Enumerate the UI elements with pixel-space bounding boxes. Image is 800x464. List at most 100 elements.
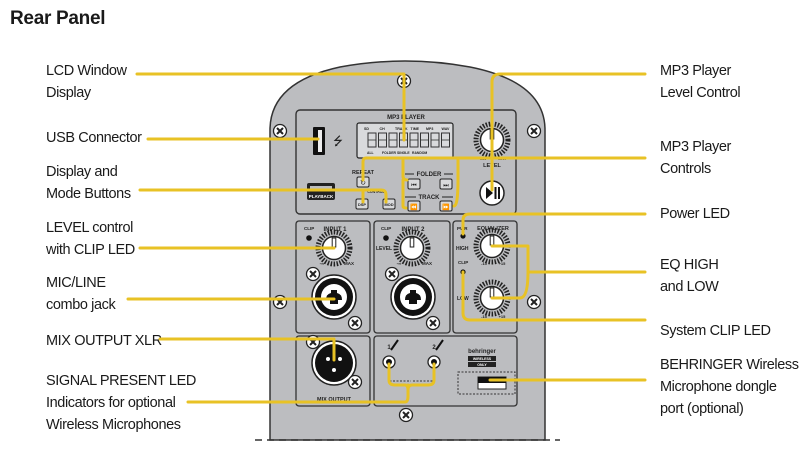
usb-port-tongue [318,130,322,152]
input-2-combo-jack[interactable] [390,274,436,320]
screw-icon [347,315,363,331]
mp3-section [295,109,517,215]
input-1-combo-jack[interactable] [311,274,357,320]
callout-line: EQ HIGH [660,257,719,273]
track-next-button[interactable] [439,200,453,212]
callout-line: with CLIP LED [46,242,135,258]
callout-display-mode-buttons: Display and Mode Buttons [46,161,131,205]
page-title: Rear Panel [10,8,106,29]
eq-min-label: -15 [481,314,488,319]
callout-eq-high-low: EQ HIGH and LOW [660,254,719,298]
only-badge [468,362,496,367]
display-button-label: DSP [358,202,367,207]
lcd-bottom-label: FOLDER [382,151,396,155]
mode-button-label: MOD [384,202,393,207]
lcd-top-label: TRACK [395,127,408,131]
callout-line: MIX OUTPUT XLR [46,333,162,349]
leader-lcd [135,72,406,142]
callout-level-control-clip-led: LEVEL control with CLIP LED [46,217,135,261]
folder-prev-icon: ⏮ [411,183,417,189]
pause-icon [498,187,500,199]
screw-icon [398,407,414,423]
lcd-top-label: WAV [442,127,451,131]
leader-signal [186,383,410,404]
lcd-top-label: CH [380,127,386,131]
only-badge-text: ONLY [477,363,487,367]
playback-label: PLAYBACK [309,194,334,199]
leader-mp3-level [490,72,647,142]
callout-line: Wireless Microphones [46,417,181,433]
callout-lcd-window-display: LCD Window Display [46,60,127,104]
folder-next-button[interactable] [439,178,453,190]
callout-line: System CLIP LED [660,323,771,339]
pause-icon [494,187,497,199]
callout-mix-output-xlr: MIX OUTPUT XLR [46,330,162,352]
callout-usb-connector: USB Connector [46,127,142,149]
usb-icon: ⭍ [333,134,343,148]
wireless-badge-text: WIRELESS [473,357,492,361]
callout-line: USB Connector [46,130,142,146]
mic-1-icon [390,339,399,351]
callout-line: Controls [660,161,711,177]
callout-line: MP3 Player [660,63,731,79]
control-label: CONTROL [367,190,385,194]
callout-line: Power LED [660,206,730,222]
screw-icon [526,123,542,139]
callout-line: MIC/LINE [46,275,106,291]
input-1-clip-label: CLIP [304,226,314,231]
leader-track-left [401,178,408,210]
screw-icon [384,266,400,282]
screw-icon [425,315,441,331]
leader-mp3-controls [361,156,647,182]
knob-max-label: MAX [344,261,354,266]
lcd-top-label: TIME [411,127,420,131]
screw-icon [272,294,288,310]
screw-icon [272,123,288,139]
leader-mp3-track [452,156,460,208]
eq-max-label: +15 [499,314,507,319]
knob-min-label: -∞ [397,261,402,266]
dongle-port-outline [457,371,516,395]
input-1-clip-led [306,235,312,241]
wireless-section [373,335,518,407]
callout-line: BEHRINGER Wireless [660,357,799,373]
mic-1-label: 1 [387,345,391,351]
mix-output-xlr-face [315,344,353,382]
callout-line: Level Control [660,85,741,101]
track-label: TRACK [419,195,441,201]
mic-1-signal-led-center [386,359,392,365]
knob-max-label: MAX [422,261,432,266]
input-2-level-label: LEVEL [376,246,392,252]
knob-min-label: -∞ [320,261,325,266]
callout-line: Microphone dongle [660,379,777,395]
behringer-logo: behringer [468,349,496,355]
callout-line: and LOW [660,279,719,295]
track-prev-icon: ⏪ [410,203,418,211]
track-prev-button[interactable] [407,200,421,212]
input-2-clip-label: CLIP [381,226,391,231]
folder-prev-button[interactable] [407,178,421,190]
callout-line: Indicators for optional [46,395,176,411]
callout-mp3-player-controls: MP3 Player Controls [660,136,731,180]
callout-line: SIGNAL PRESENT LED [46,373,196,389]
leader-mp3-folder [401,156,409,182]
mic-2-icon [435,339,444,351]
leader-mix [158,337,336,362]
callout-line: port (optional) [660,401,744,417]
leader-display-mode [138,188,388,204]
track-next-icon: ⏩ [442,203,450,211]
lcd-digits [367,132,450,148]
lcd-top-label: MP3 [426,127,433,131]
eq-high-label: HIGH [456,246,469,252]
xlr-pin [338,357,342,361]
callout-power-led: Power LED [660,203,730,225]
leader-power [461,212,647,236]
callout-mp3-level-control: MP3 Player Level Control [660,60,741,104]
screw-icon [347,374,363,390]
lcd-bottom-label: ALL [367,151,374,155]
lcd-bottom-label: RANDOM [412,151,427,155]
callout-signal-present-led: SIGNAL PRESENT LED Indicators for option… [46,370,196,436]
